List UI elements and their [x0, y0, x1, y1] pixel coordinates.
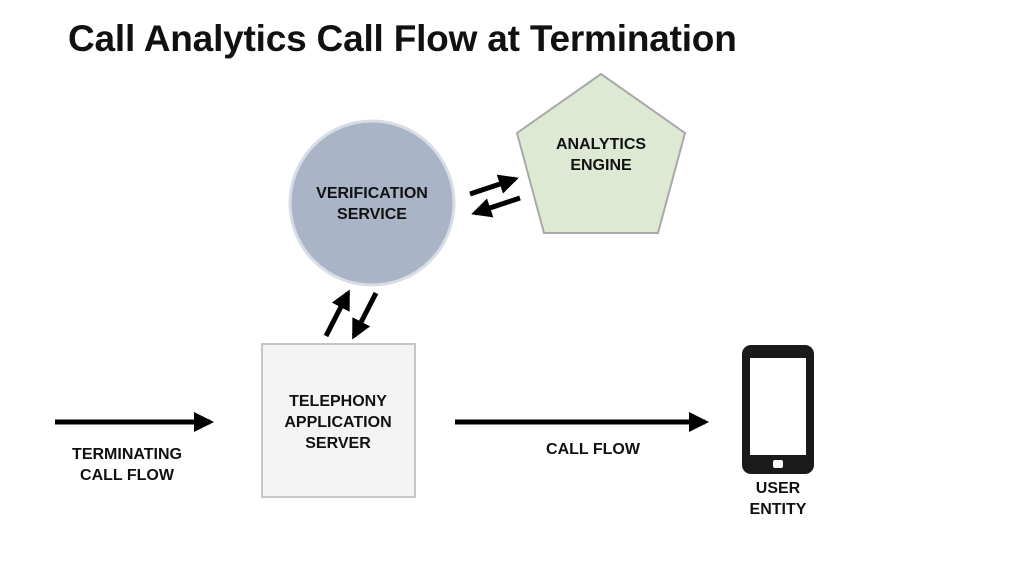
- terminating-call-flow-label: TERMINATING CALL FLOW: [72, 446, 182, 484]
- arrow-to-verification: [323, 289, 351, 338]
- verification-service-node[interactable]: [288, 119, 456, 287]
- analytics-engine-node[interactable]: [515, 72, 687, 234]
- arrow-to-analytics: [469, 174, 519, 197]
- verification-service-label: VERIFICATION SERVICE: [316, 185, 428, 223]
- arrow-from-analytics: [471, 195, 521, 218]
- call-flow-label: CALL FLOW: [546, 441, 640, 458]
- phone-icon[interactable]: [742, 345, 814, 474]
- user-entity-label: USER ENTITY: [749, 480, 807, 518]
- page-title: Call Analytics Call Flow at Termination: [68, 18, 737, 59]
- analytics-engine-label: ANALYTICS ENGINE: [555, 136, 647, 174]
- telephony-server-label: TELEPHONY APPLICATION SERVER: [284, 393, 392, 452]
- telephony-server-node[interactable]: [261, 343, 416, 498]
- arrow-from-verification: [351, 291, 379, 340]
